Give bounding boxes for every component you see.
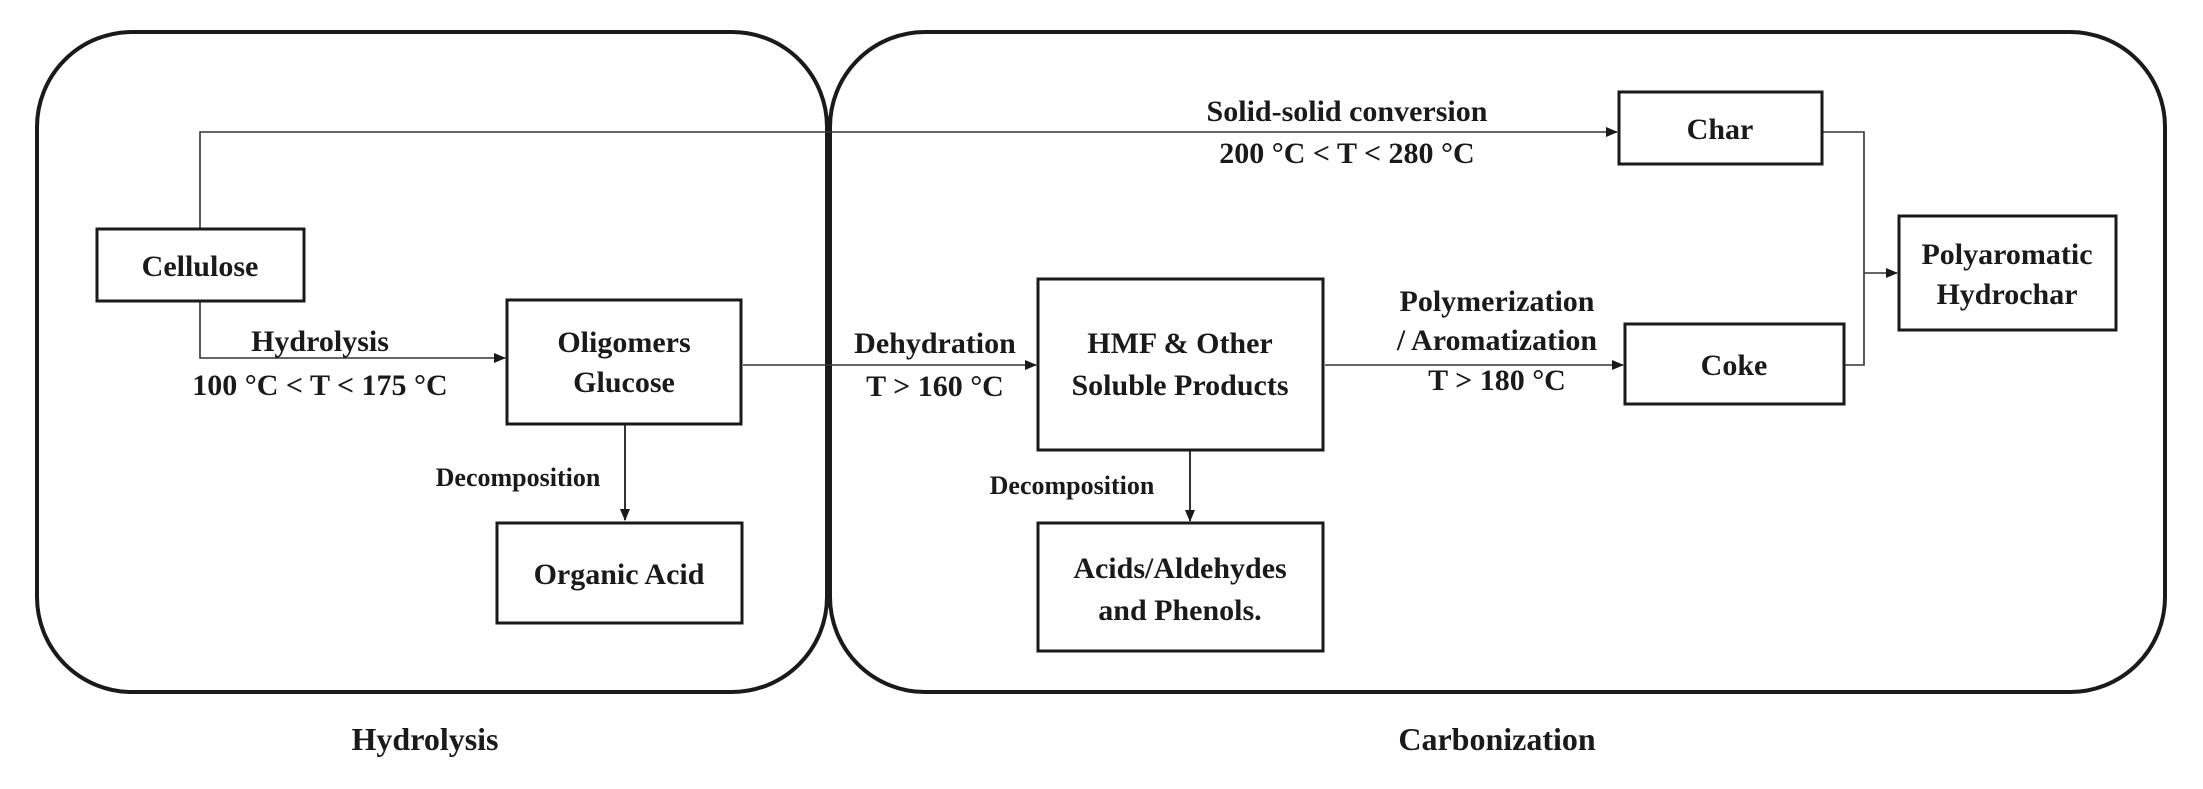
coke-box: Coke xyxy=(1623,322,1846,406)
acids-label-line1: Acids/Aldehydes xyxy=(1073,552,1286,585)
char-box: Char xyxy=(1617,90,1824,166)
acids-label-line2: and Phenols. xyxy=(1098,594,1261,627)
hydrolysis-temp-label: 100 °C < T < 175 °C xyxy=(192,369,447,402)
oligomers-glucose-box: Oligomers Glucose xyxy=(505,298,743,426)
coke-label: Coke xyxy=(1701,349,1768,382)
polymerization-label: Polymerization xyxy=(1400,285,1595,318)
hydrolysis-region-label: Hydrolysis xyxy=(352,721,499,757)
char-to-hydrochar-line xyxy=(1822,131,1865,273)
polymerization-temp-label: T > 180 °C xyxy=(1428,364,1566,397)
hydrochar-label-line2: Hydrochar xyxy=(1936,278,2077,311)
hmf-label-line2: Soluble Products xyxy=(1072,369,1289,402)
hmf-box: HMF & Other Soluble Products xyxy=(1036,277,1325,452)
hydrolysis-edge-label: Hydrolysis xyxy=(251,325,389,358)
hydrolysis-region xyxy=(35,30,829,694)
dehydration-temp-label: T > 160 °C xyxy=(866,370,1004,403)
solid-solid-label: Solid-solid conversion xyxy=(1207,95,1488,128)
decomposition-left-label: Decomposition xyxy=(436,463,601,492)
dehydration-label: Dehydration xyxy=(854,327,1016,360)
carbonization-region-label: Carbonization xyxy=(1398,721,1596,757)
decomposition-right-label: Decomposition xyxy=(990,471,1155,500)
organic-acid-box: Organic Acid xyxy=(495,521,744,625)
oligomers-label: Oligomers xyxy=(557,326,690,359)
carbonization-region xyxy=(828,30,2167,694)
hydrolysis-arrow xyxy=(199,301,506,363)
solid-solid-temp-label: 200 °C < T < 280 °C xyxy=(1219,137,1474,170)
hydrochar-box: Polyaromatic Hydrochar xyxy=(1897,214,2118,332)
aromatization-label: / Aromatization xyxy=(1396,324,1598,357)
acids-aldehydes-box: Acids/Aldehydes and Phenols. xyxy=(1036,521,1325,653)
coke-to-hydrochar-line xyxy=(1844,273,1865,366)
solid-solid-arrow xyxy=(199,127,1618,229)
hydrochar-label-line1: Polyaromatic xyxy=(1921,238,2092,271)
cellulose-label: Cellulose xyxy=(142,250,259,283)
char-label: Char xyxy=(1687,113,1754,146)
hmf-label-line1: HMF & Other xyxy=(1087,327,1273,360)
organic-acid-label: Organic Acid xyxy=(534,558,705,591)
cellulose-box: Cellulose xyxy=(95,227,306,303)
glucose-label: Glucose xyxy=(573,366,675,399)
